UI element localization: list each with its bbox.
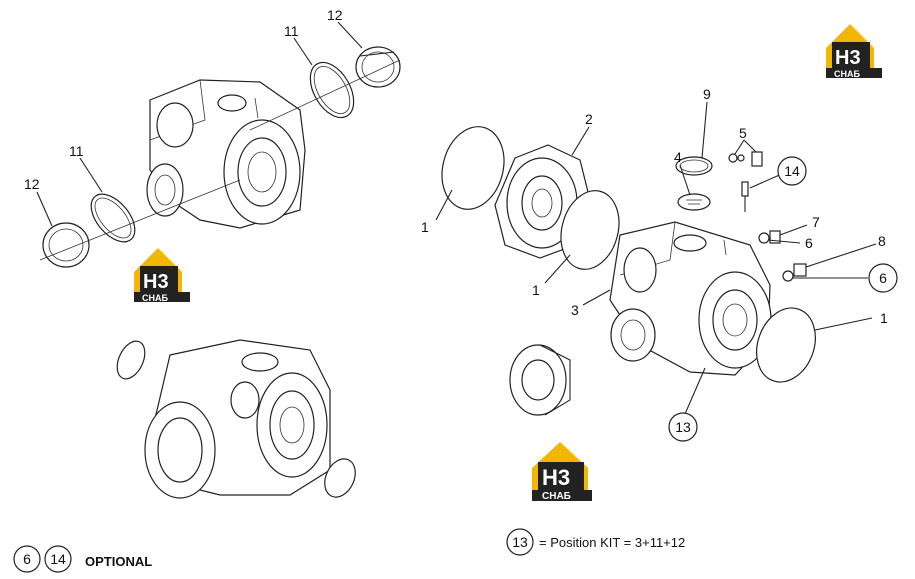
callout-6-lower: 6: [879, 270, 887, 286]
optional-6: 6: [23, 551, 31, 567]
callout-7: 7: [812, 214, 820, 230]
callout-1-middle: 1: [532, 282, 540, 298]
callout-1-left: 1: [421, 219, 429, 235]
callout-13: 13: [675, 419, 691, 435]
logo-mark: H3: [835, 47, 861, 69]
bearing-ring-12-left: [42, 222, 90, 268]
callout-12-left: 12: [24, 176, 40, 192]
gasket-11-top: [309, 61, 355, 119]
housing-3: [609, 221, 772, 376]
plug-7-and-washer-6: [758, 230, 781, 244]
callout-5: 5: [739, 125, 747, 141]
callout-12-top: 12: [327, 7, 343, 23]
callout-11-left: 11: [69, 143, 84, 159]
logo-sub: СНАБ: [542, 491, 571, 502]
kit-number: 13: [512, 534, 528, 550]
logo-mark: H3: [143, 271, 169, 293]
housing-top-left: [146, 79, 306, 229]
bearing-ring-12-top: [355, 46, 401, 88]
callout-8: 8: [878, 233, 886, 249]
callout-14: 14: [784, 163, 800, 179]
callout-6-upper: 6: [805, 235, 813, 251]
flange-plate: [509, 344, 571, 416]
callout-13-circle: 13: [668, 412, 698, 442]
kit-text: = Position KIT = 3+11+12: [539, 535, 685, 550]
housing-bottom-left: [144, 339, 331, 499]
logo-left: H3 СНАБ: [134, 248, 190, 303]
callout-6-circle: 6: [868, 263, 898, 293]
seal-ring-bottom-left-upper: [116, 340, 146, 380]
leader-lines: [36, 21, 877, 415]
footer-kit: 13 = Position KIT = 3+11+12: [506, 528, 685, 556]
callout-11-top: 11: [284, 23, 299, 39]
cap-4: [677, 193, 711, 211]
callout-1-right: 1: [880, 310, 888, 326]
fitting-14: [741, 181, 749, 212]
callout-4: 4: [674, 149, 682, 165]
callout-14-circle: 14: [777, 156, 807, 186]
callout-3: 3: [571, 302, 579, 318]
callout-2: 2: [585, 111, 593, 127]
o-ring-1-right: [756, 307, 816, 383]
o-ring-1-middle: [560, 190, 620, 270]
logo-top-right: H3 СНАБ: [826, 24, 882, 79]
gasket-11-left: [90, 193, 136, 243]
plug-8-and-washer-6: [782, 263, 807, 282]
breather-5: [728, 151, 763, 167]
seal-ring-bottom-left-lower: [324, 458, 356, 498]
logo-sub: СНАБ: [834, 69, 860, 79]
logo-mark: H3: [542, 465, 570, 490]
footer-optional: 6 14 OPTIONAL: [13, 545, 152, 573]
logo-bottom-center: H3 СНАБ: [532, 442, 592, 502]
optional-14: 14: [50, 551, 66, 567]
callout-9: 9: [703, 86, 711, 102]
optional-label: OPTIONAL: [85, 554, 152, 569]
o-ring-1-left: [441, 126, 505, 210]
logo-sub: СНАБ: [142, 293, 168, 303]
